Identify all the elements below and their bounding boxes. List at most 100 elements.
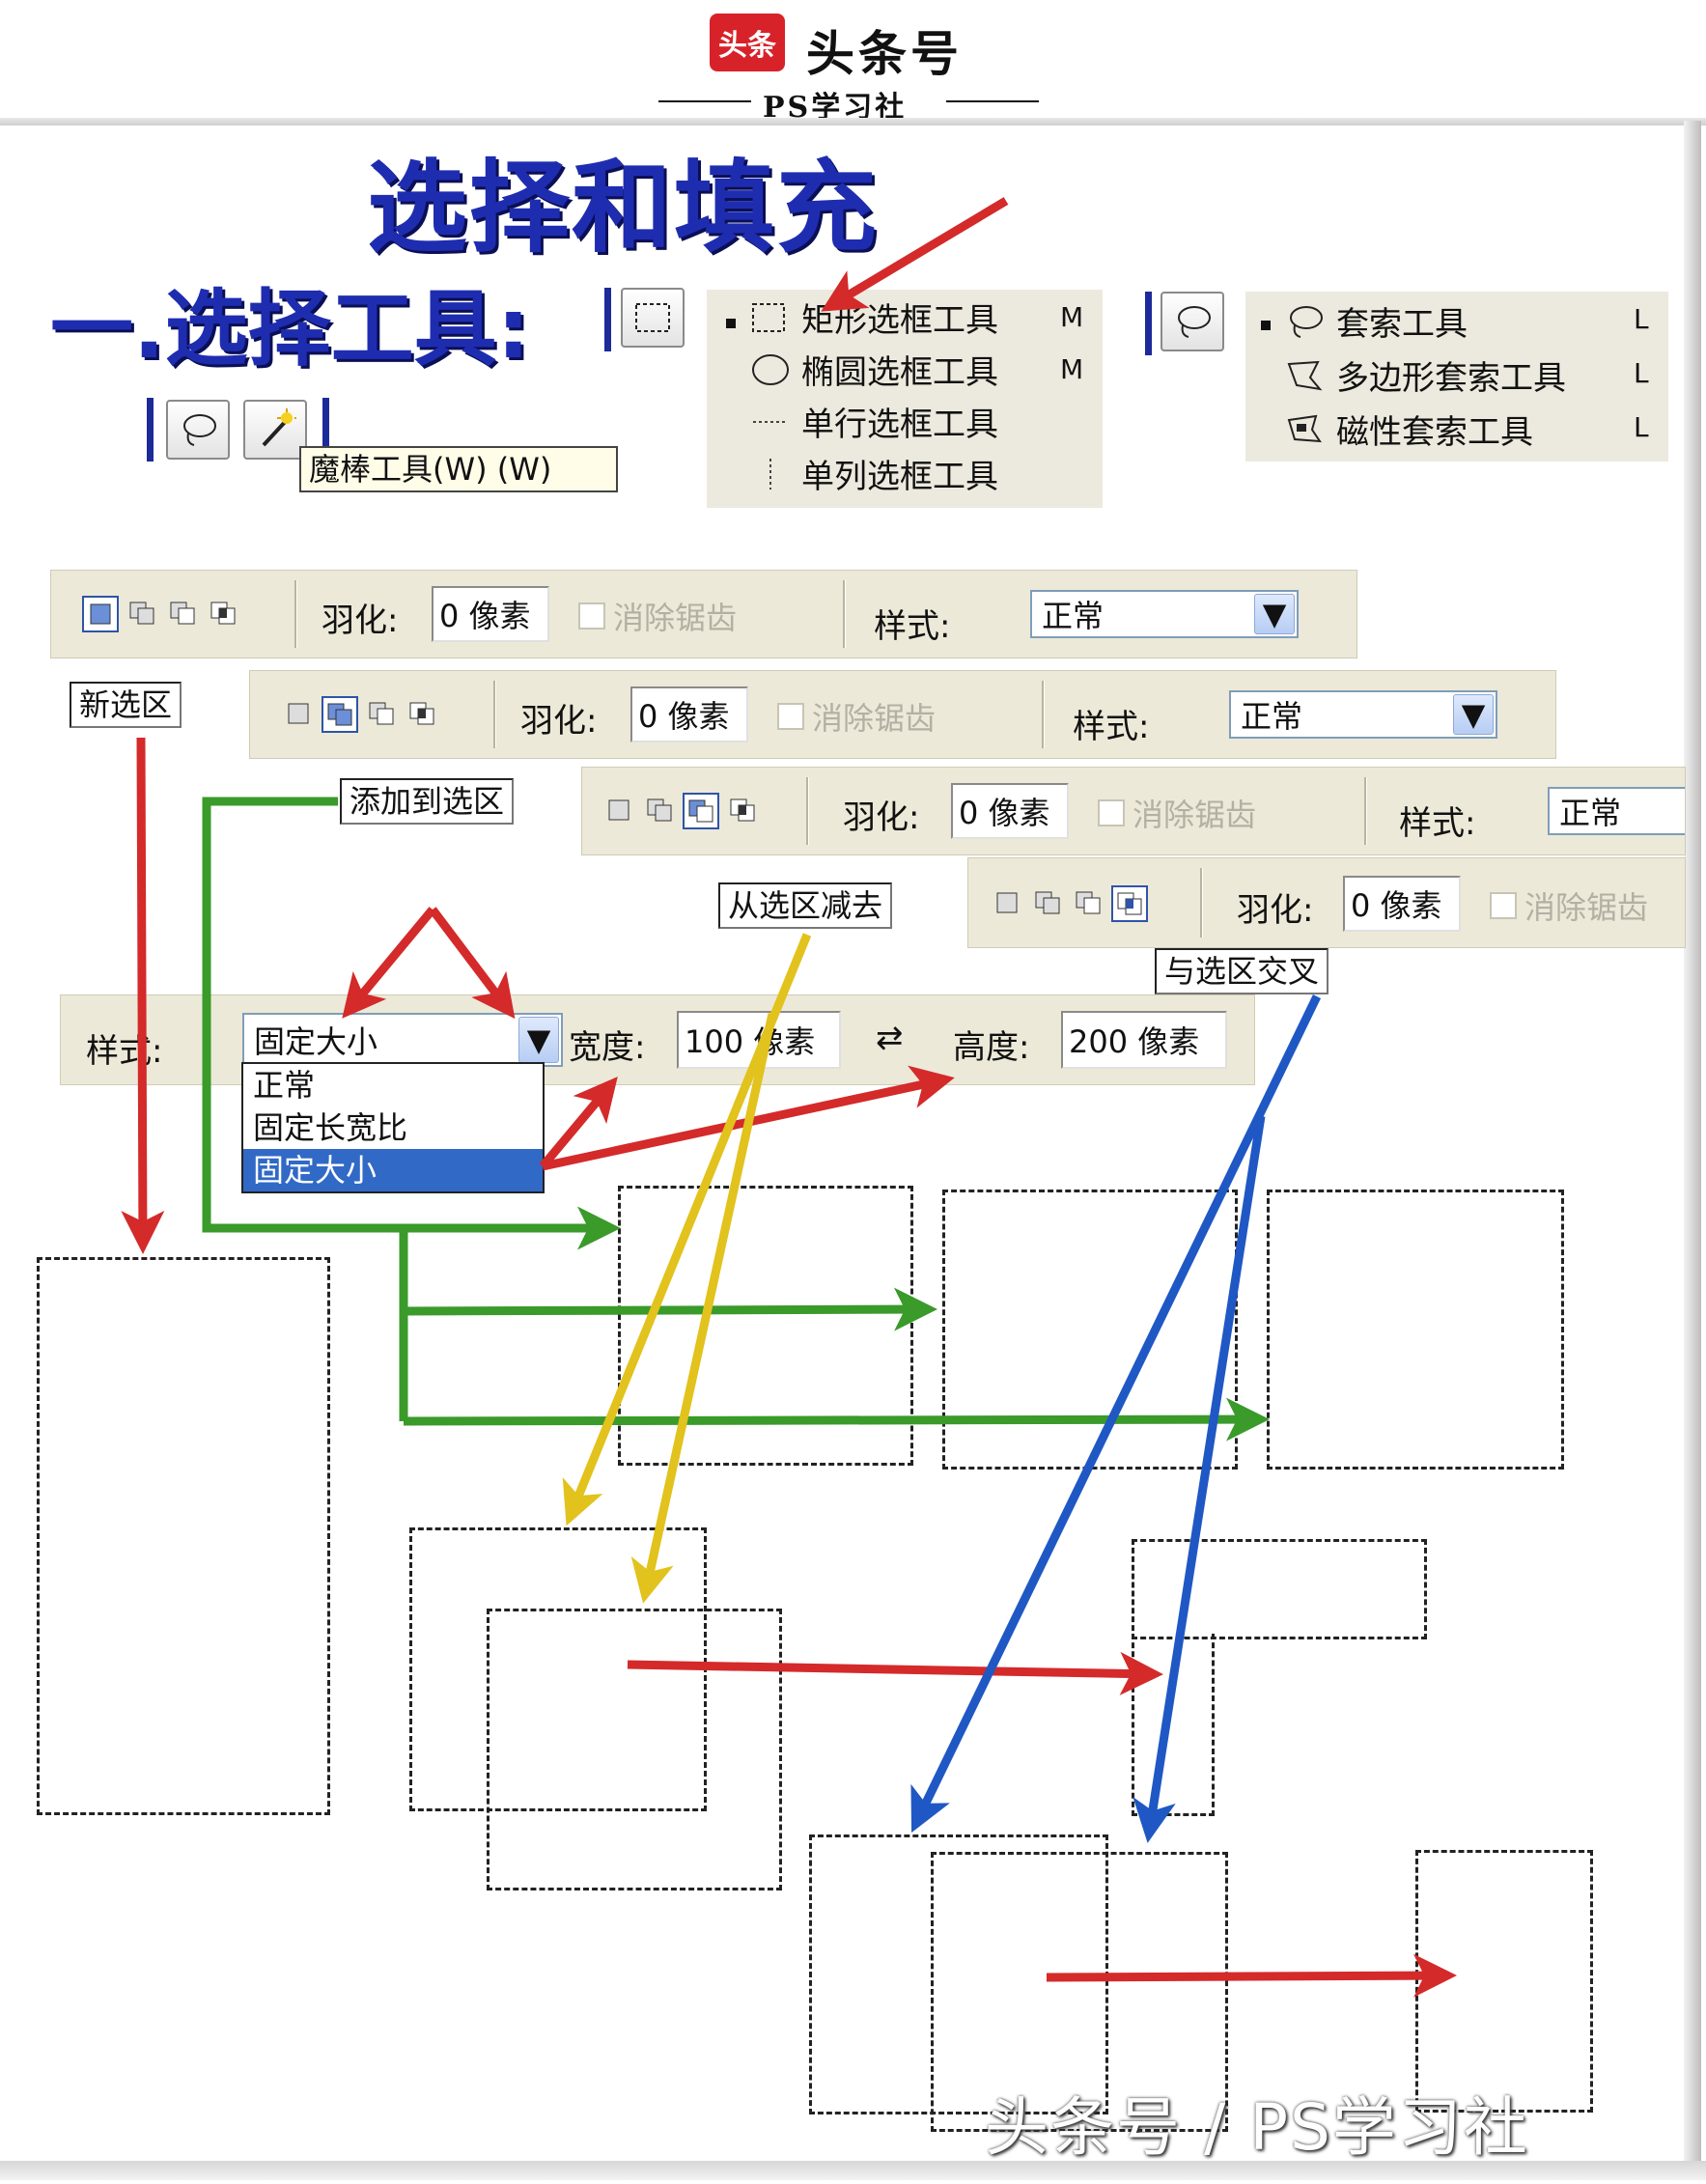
new-selection-icon [996,892,1018,913]
arrow-green-add-3 [403,1397,1270,1442]
arrow-blue-intersect-1 [910,994,1322,1834]
subtract-selection-mode-button[interactable] [165,596,200,630]
arrow-yellow-subtract-2 [630,1013,777,1604]
magnetic-lasso-icon [1287,414,1322,442]
header-divider-right [946,100,1039,102]
dropdown-option-fixed-size[interactable]: 固定大小 [243,1149,543,1191]
polygonal-lasso-icon [1287,360,1323,390]
arrow-green-add-2 [403,1287,937,1331]
feather-input[interactable]: 0 像素 [1343,876,1461,932]
ellipse-marquee-icon [752,353,789,385]
rect-marquee-icon [635,303,670,332]
marquee-tool-button[interactable] [621,288,685,348]
new-selection-mode-button[interactable] [990,885,1024,920]
selection-demo-subtract-result-top [1132,1539,1427,1639]
magic-wand-tool-button[interactable] [243,400,307,460]
intersect-selection-icon [210,602,236,625]
lasso-icon [1178,306,1211,338]
arrow-red-subtract-result [627,1651,1163,1695]
shortcut-key: M [1060,301,1084,333]
new-selection-mode-button[interactable] [601,793,636,827]
shortcut-key: L [1634,411,1649,443]
feather-input[interactable]: 0 像素 [630,686,748,742]
arrow-red-new-selection [121,737,165,1254]
add-selection-icon [1035,891,1060,914]
intersect-selection-mode-button[interactable] [1111,885,1148,922]
feather-label: 羽化: [1237,891,1314,930]
arrow-red-fixed-size-up [539,1077,618,1169]
add-selection-mode-button[interactable] [642,793,677,827]
caption-subtract-selection: 从选区减去 [718,882,893,929]
style-select[interactable]: 正常▼ [1030,590,1299,638]
style-label: 样式: [1399,804,1476,843]
options-bar-add-selection: 羽化: 0 像素 消除锯齿 样式: 正常▼ [249,670,1556,759]
arrow-blue-intersect-2 [1133,1115,1266,1843]
new-selection-icon [90,603,111,625]
antialias-checkbox[interactable]: 消除锯齿 [578,594,737,638]
add-selection-mode-button[interactable] [322,696,358,733]
chevron-down-icon: ▼ [1254,594,1295,634]
subtract-selection-icon [688,799,713,823]
selection-mode-group [601,793,760,829]
active-tool-bullet [726,319,736,328]
intersect-selection-mode-button[interactable] [405,696,439,731]
subtract-selection-mode-button[interactable] [1071,885,1105,920]
dropdown-option-normal[interactable]: 正常 [253,1067,316,1104]
menu-item-ellipse-marquee[interactable]: 椭圆选框工具 [747,346,998,393]
active-tool-bullet [1261,321,1271,330]
selection-mode-group [82,596,240,632]
subtract-selection-mode-button[interactable] [364,696,399,731]
intersect-selection-icon [1117,892,1142,915]
dropdown-option-fixed-ratio[interactable]: 固定长宽比 [253,1109,408,1146]
antialias-checkbox[interactable]: 消除锯齿 [777,694,936,739]
selection-mode-group [281,696,439,733]
menu-item-polygonal-lasso[interactable]: 多边形套索工具 [1282,351,1566,399]
style-select[interactable]: 正常 [1548,787,1685,835]
marquee-tool-flyout: 矩形选框工具 M 椭圆选框工具 M 单行选框工具 单列选框工具 [707,290,1103,508]
height-input[interactable]: 200 像素 [1061,1011,1227,1069]
shortcut-key: L [1634,357,1649,389]
menu-item-magnetic-lasso[interactable]: 磁性套索工具 [1282,406,1533,453]
style-label: 样式: [874,607,951,646]
arrow-red-intersect-result [1046,1953,1457,1998]
section-title: 一.选择工具: [50,281,531,378]
style-select-fixed-size[interactable]: 固定大小▼ [242,1013,563,1067]
intersect-selection-mode-button[interactable] [725,793,760,827]
feather-label: 羽化: [520,702,598,741]
caption-intersect-selection: 与选区交叉 [1155,948,1329,994]
lasso-icon [183,414,216,446]
shortcut-key: L [1634,303,1649,335]
subtract-selection-icon [369,702,394,725]
selection-mode-group [990,885,1148,922]
menu-item-single-row-marquee[interactable]: 单行选框工具 [747,398,998,445]
menu-item-single-column-marquee[interactable]: 单列选框工具 [747,450,998,497]
subtract-selection-mode-button[interactable] [683,793,719,829]
selection-demo-add-3 [1267,1190,1564,1470]
antialias-checkbox[interactable]: 消除锯齿 [1490,883,1648,928]
page-title: 选择和填充 [367,149,880,266]
menu-item-lasso[interactable]: 套索工具 [1282,297,1468,345]
lasso-tool-button-small[interactable] [166,400,230,460]
add-selection-icon [327,703,352,726]
add-selection-mode-button[interactable] [1030,885,1065,920]
new-selection-mode-button[interactable] [82,596,119,632]
magic-wand-tooltip: 魔棒工具(W) (W) [299,446,618,492]
chevron-down-icon: ▼ [1453,694,1494,735]
shortcut-key: M [1060,353,1084,385]
image-frame-bottom [0,2161,1706,2180]
toolbar-divider [322,398,329,462]
new-selection-icon [608,799,629,821]
lasso-tool-button[interactable] [1161,292,1224,351]
intersect-selection-mode-button[interactable] [206,596,240,630]
arrow-green-add-path [202,797,408,1421]
toolbar-divider [604,288,611,351]
new-selection-mode-button[interactable] [281,696,316,731]
swap-dimensions-icon[interactable]: ⇄ [876,1019,904,1057]
add-selection-mode-button[interactable] [125,596,159,630]
toutiao-logo: 头条 [710,14,785,71]
antialias-checkbox[interactable]: 消除锯齿 [1098,791,1256,835]
feather-input[interactable]: 0 像素 [432,586,549,642]
feather-input[interactable]: 0 像素 [951,783,1069,839]
style-select[interactable]: 正常▼ [1229,690,1497,739]
caption-add-selection: 添加到选区 [340,778,515,825]
